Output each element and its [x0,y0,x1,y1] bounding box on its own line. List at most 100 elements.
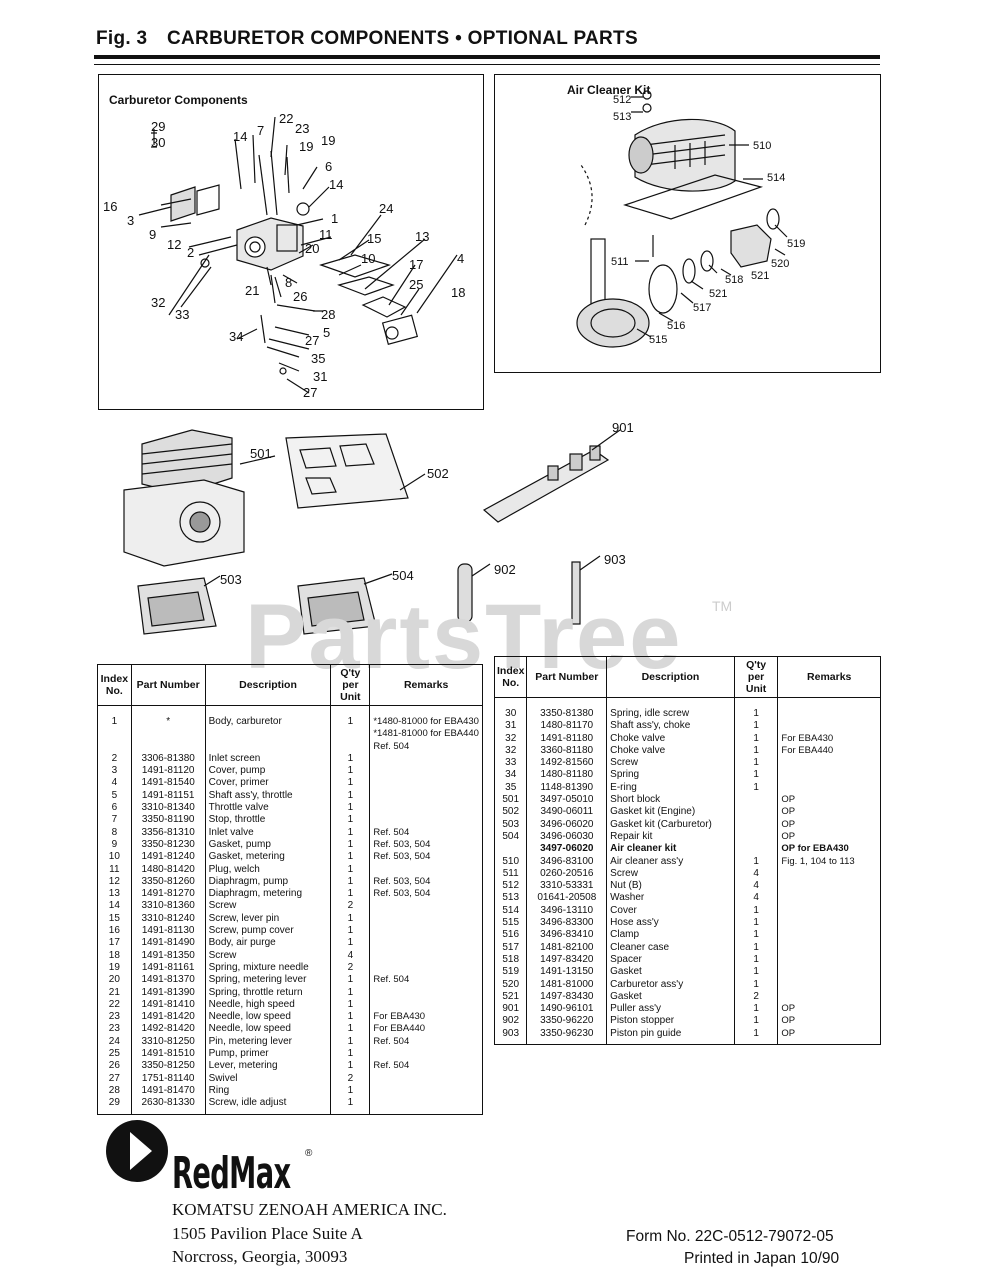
index-cell: 7 [97,814,132,827]
part-number-cell: 01641-20508 [526,892,608,905]
remarks-cell [777,917,881,930]
company-name: KOMATSU ZENOAH AMERICA INC. [172,1200,447,1219]
redmax-logo-icon [106,1120,168,1182]
index-cell: 501 [493,794,528,807]
svg-text:519: 519 [787,238,805,250]
address-line-2: Norcross, Georgia, 30093 [172,1247,348,1266]
table-row: Ref. 504 [97,740,483,753]
qty-cell: 4 [330,949,371,962]
remarks-cell: OP [777,830,881,844]
index-cell: 512 [493,880,528,893]
index-cell: 520 [493,978,528,991]
svg-text:517: 517 [693,302,711,314]
part-number-cell: 3350-96220 [526,1015,608,1028]
part-number-cell: 1492-81420 [130,1023,206,1036]
description-cell: Pin, metering lever [204,1035,332,1049]
part-number-cell: 1480-81180 [526,769,608,782]
svg-text:518: 518 [725,274,743,286]
part-number-cell: 1491-81161 [130,961,206,975]
part-number-cell: 3496-83410 [526,929,608,942]
remarks-cell [369,802,483,815]
part-number-cell: 3497-05010 [526,794,608,807]
remarks-cell: *1481-81000 for EBA440 [369,728,483,741]
index-cell: 30 [493,697,528,721]
part-number-cell: 1491-81130 [130,925,206,938]
form-number: Form No. 22C-0512-79072-05 [626,1228,834,1245]
index-cell: 23 [97,1011,132,1024]
qty-cell: 1 [733,929,779,942]
table-row: *1481-81000 for EBA440 [97,728,483,741]
description-cell: E-ring [606,781,735,795]
svg-text:34: 34 [229,329,243,344]
remarks-cell: For EBA430 [369,1011,483,1024]
brand-name: RedMax [172,1148,291,1199]
index-cell: 1 [97,705,132,729]
header-index: Index No. [97,664,132,706]
description-cell: Spring, idle screw [606,697,735,721]
description-cell [204,728,332,741]
air-cleaner-exploded-drawing: 512 513 510 514 519 520 511 518 521 521 … [576,90,805,348]
qty-cell: 1 [330,937,371,950]
index-cell: 902 [493,1015,528,1028]
index-cell: 9 [97,838,132,852]
description-cell: Body, carburetor [204,705,332,729]
qty-cell: 1 [330,974,371,987]
remarks-cell: OP [777,1027,881,1045]
svg-text:2: 2 [187,245,194,260]
description-cell: Screw [606,867,735,881]
remarks-cell: OP [777,794,881,807]
part-number-cell: 1481-81000 [526,978,608,991]
qty-cell: 1 [330,1084,371,1098]
part-number-cell: 1492-81560 [526,757,608,770]
part-number-cell: 1491-81390 [130,986,206,999]
remarks-cell: Ref. 504 [369,1060,483,1073]
svg-text:33: 33 [175,307,189,322]
qty-cell: 1 [330,1035,371,1049]
description-cell: Shaft ass'y, throttle [204,789,332,803]
part-number-cell: 1491-81410 [130,998,206,1012]
index-cell: 19 [97,961,132,975]
remarks-cell [369,937,483,950]
remarks-cell: Ref. 504 [369,1035,483,1049]
svg-text:5: 5 [323,325,330,340]
qty-cell [733,843,779,856]
index-cell: 5 [97,789,132,803]
remarks-cell [369,986,483,999]
index-cell: 521 [493,990,528,1004]
qty-cell: 1 [733,941,779,954]
svg-text:521: 521 [751,270,769,282]
svg-text:10: 10 [361,251,375,266]
description-cell: Throttle valve [204,802,332,815]
description-cell: Needle, low speed [204,1023,332,1036]
index-cell: 8 [97,826,132,839]
remarks-cell [777,757,881,770]
description-cell: Inlet valve [204,826,332,839]
remarks-cell [777,867,881,881]
index-cell: 6 [97,802,132,815]
svg-text:18: 18 [451,285,465,300]
index-cell: 24 [97,1035,132,1049]
qty-cell: 1 [330,777,371,790]
qty-cell [733,830,779,844]
description-cell: Cover [606,904,735,918]
part-number-cell: 3310-81250 [130,1035,206,1049]
qty-cell: 1 [330,1011,371,1024]
carburetor-box-label: Carburetor Components [109,93,248,107]
part-number-cell: 1491-81180 [526,732,608,745]
remarks-cell [369,863,483,876]
description-cell: Diaphragm, pump [204,875,332,889]
